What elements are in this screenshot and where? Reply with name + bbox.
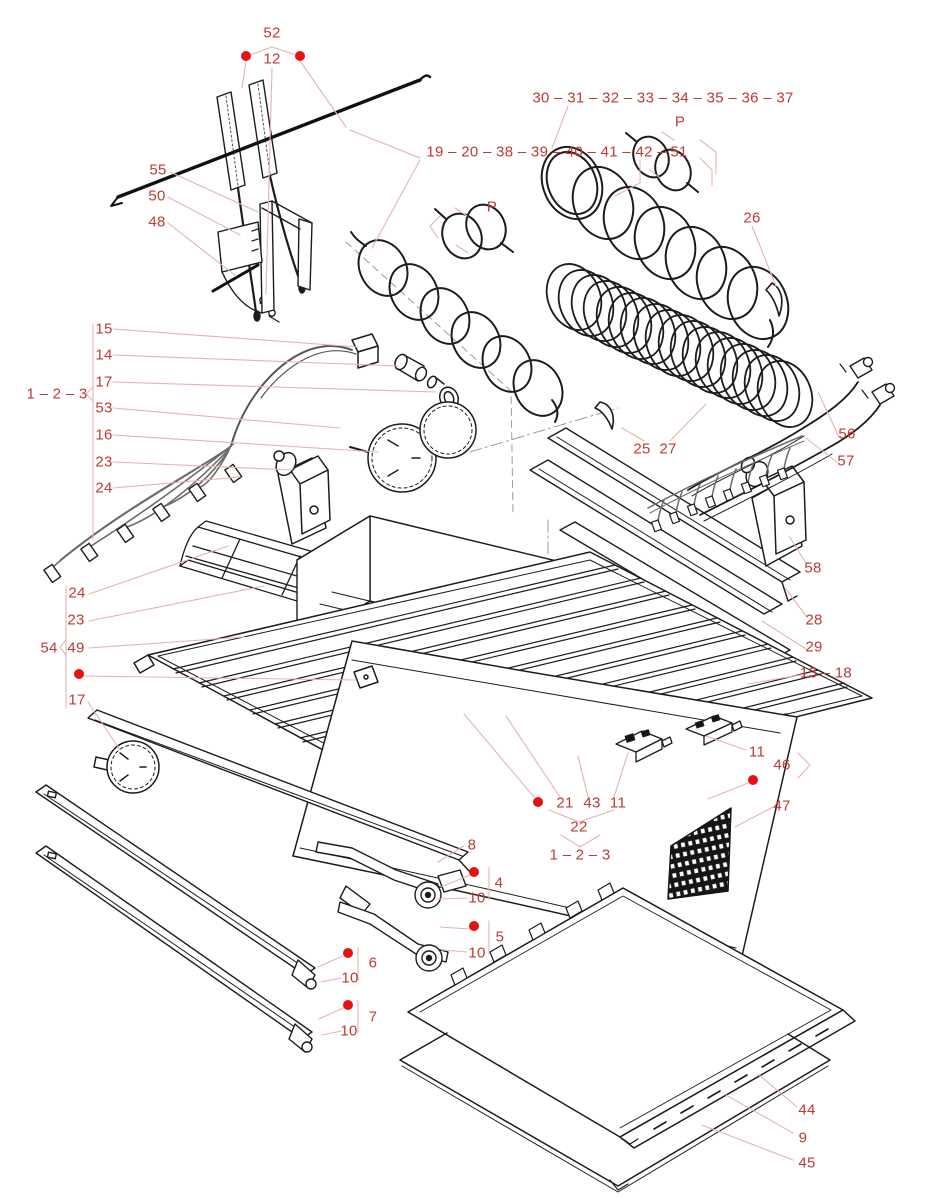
part-label: 10 [468,944,486,962]
callout-dot [469,867,479,877]
torsion-spring-p-left [434,203,514,260]
part-label: 6 [368,954,378,972]
torsion-spring-p-right [625,132,699,193]
part-label: 24 [95,479,113,497]
part-label: 25 [633,440,651,458]
roller-arms [315,841,467,972]
part-label: 21 [556,794,574,812]
part-label: 10 [468,889,486,907]
part-label: 1 – 2 – 3 [549,846,611,864]
part-label: 17 [68,691,86,709]
part-label: 14 [95,346,113,364]
part-label: 11 [609,794,627,812]
right-actuator [740,456,807,567]
tensioner-wheels [349,401,477,493]
part-label: 19 – 20 – 38 – 39 – 40 – 41 – 42 – 51 [426,143,688,161]
bottom-lid [407,882,856,1149]
right-rail-covers [529,427,801,696]
part-label: 17 [95,373,113,391]
leader-lines [59,46,840,1161]
lower-left-rails [35,784,317,1053]
part-label: 23 [67,611,85,629]
part-label: 4 [494,874,504,892]
callout-dot [343,1000,353,1010]
long-rod [110,74,432,207]
part-label: 1 – 2 – 3 [26,385,88,403]
part-label: 10 [341,969,359,987]
coil-spring-large [540,146,790,348]
support-brackets [211,200,313,314]
part-label: 23 [95,453,113,471]
callout-dot [748,775,758,785]
part-label: 56 [838,425,856,443]
part-label: 5 [495,928,505,946]
part-label: 46 [773,756,791,774]
part-label: 15 [95,320,113,338]
part-label: 48 [148,213,166,231]
callout-dot [343,948,353,958]
part-label: 28 [805,611,823,629]
part-label: 7 [368,1008,378,1026]
lower-left-wheel [93,740,160,794]
callout-dot [74,669,84,679]
part-label: 58 [804,559,822,577]
part-label: 24 [68,584,86,602]
coil-spring-dense [545,263,814,428]
right-wire-harness [647,435,805,533]
part-label: 30 – 31 – 32 – 33 – 34 – 35 – 36 – 37 [532,89,794,107]
perforated-plate [667,807,732,900]
coil-spring-medium [350,231,564,423]
latch-clips [615,714,743,763]
part-label: 10 [340,1022,358,1040]
part-label: 9 [798,1129,808,1147]
part-label: 44 [798,1101,816,1119]
part-label: 12 [263,50,281,68]
part-label: 49 [67,639,85,657]
part-label: 57 [837,452,855,470]
part-label: 52 [263,24,281,42]
spring-hooks [594,282,783,430]
cable-15-assembly [230,333,460,447]
part-label: 29 [805,638,823,656]
callout-dot [241,51,251,61]
part-label: 55 [149,161,167,179]
part-label: 8 [467,836,477,854]
part-label: 22 [570,818,588,836]
callout-dot [295,51,305,61]
part-label: 47 [773,797,791,815]
part-label: 27 [659,440,677,458]
part-label: 26 [743,209,761,227]
part-label: 50 [148,187,166,205]
callout-dot [469,921,479,931]
base-panel [399,1032,831,1193]
left-wire-harness [43,443,243,584]
part-label: 13 – 18 [799,664,853,682]
part-label: 53 [95,399,113,417]
part-label: 11 [748,743,766,761]
part-label: P [674,113,686,131]
part-label: 54 [40,639,58,657]
front-rail-8 [87,709,471,873]
part-label: 16 [95,426,113,444]
left-actuator [273,450,331,545]
part-label: P [486,198,498,216]
part-label: 43 [583,794,601,812]
callout-dot [533,797,543,807]
part-label: 45 [798,1154,816,1172]
